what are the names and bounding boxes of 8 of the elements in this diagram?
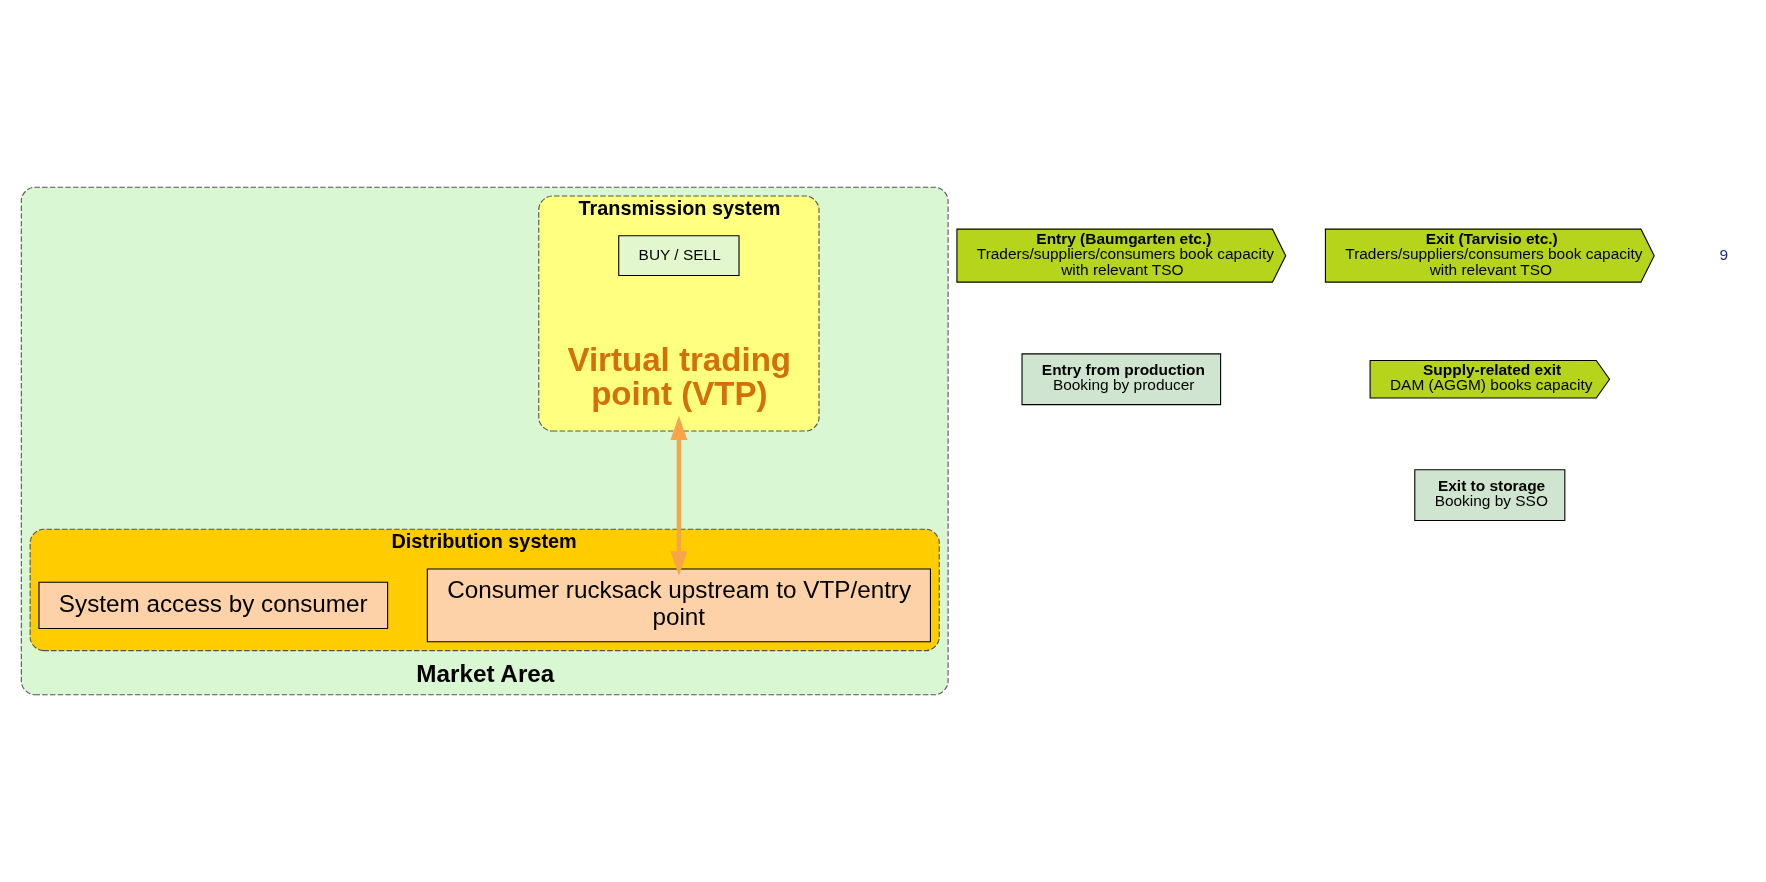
node-box: System access by consumer xyxy=(38,581,389,630)
node-box: Entry from production Booking by producer xyxy=(1021,353,1222,406)
node-box: BUY / SELL xyxy=(618,235,740,277)
label: 9 xyxy=(1719,245,1729,263)
node-box: Consumer rucksack upstream to VTP/entry point xyxy=(426,568,931,643)
arrow xyxy=(670,415,688,576)
node-box: Exit to storage Booking by SSO xyxy=(1414,469,1566,521)
node-text: Virtual trading point (VTP) xyxy=(567,341,792,412)
